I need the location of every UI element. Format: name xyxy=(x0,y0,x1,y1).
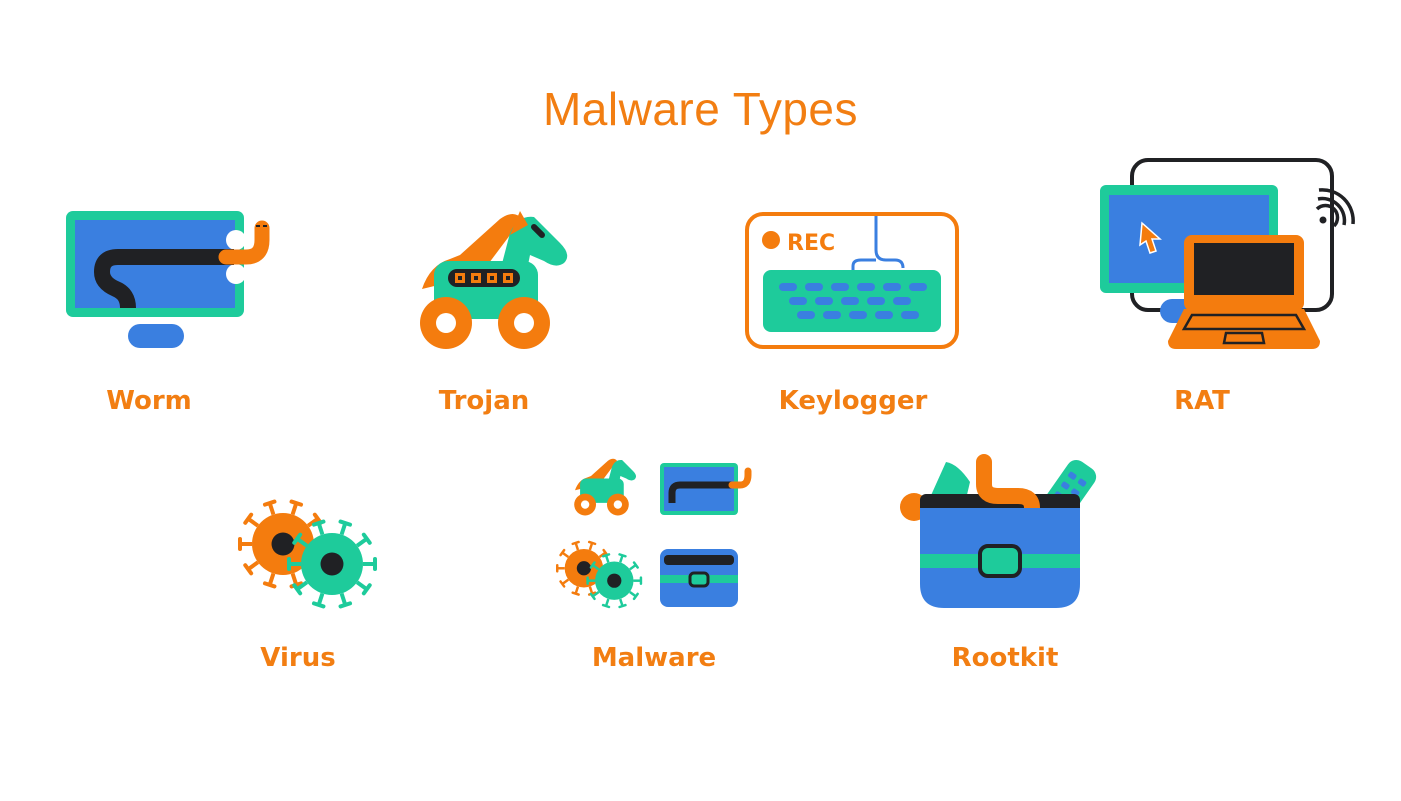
trojan-horse-icon xyxy=(410,205,580,355)
rat-label: RAT xyxy=(1174,386,1230,416)
remote-access-laptop-icon xyxy=(1098,157,1355,357)
trojan-label: Trojan xyxy=(438,386,530,416)
malware-label: Malware xyxy=(591,643,717,673)
worm-monitor-icon xyxy=(66,210,276,355)
rootkit-label: Rootkit xyxy=(951,643,1059,673)
rootkit-toolbox-icon xyxy=(898,452,1110,612)
virus-cells-icon xyxy=(237,499,378,612)
virus-label: Virus xyxy=(260,643,336,673)
rec-badge: REC xyxy=(787,231,835,256)
keylogger-keyboard-icon: REC xyxy=(745,212,960,352)
worm-label: Worm xyxy=(106,386,192,416)
keylogger-label: Keylogger xyxy=(778,386,928,416)
malware-collection-icon xyxy=(555,455,756,615)
page-title: Malware Types xyxy=(542,83,858,135)
